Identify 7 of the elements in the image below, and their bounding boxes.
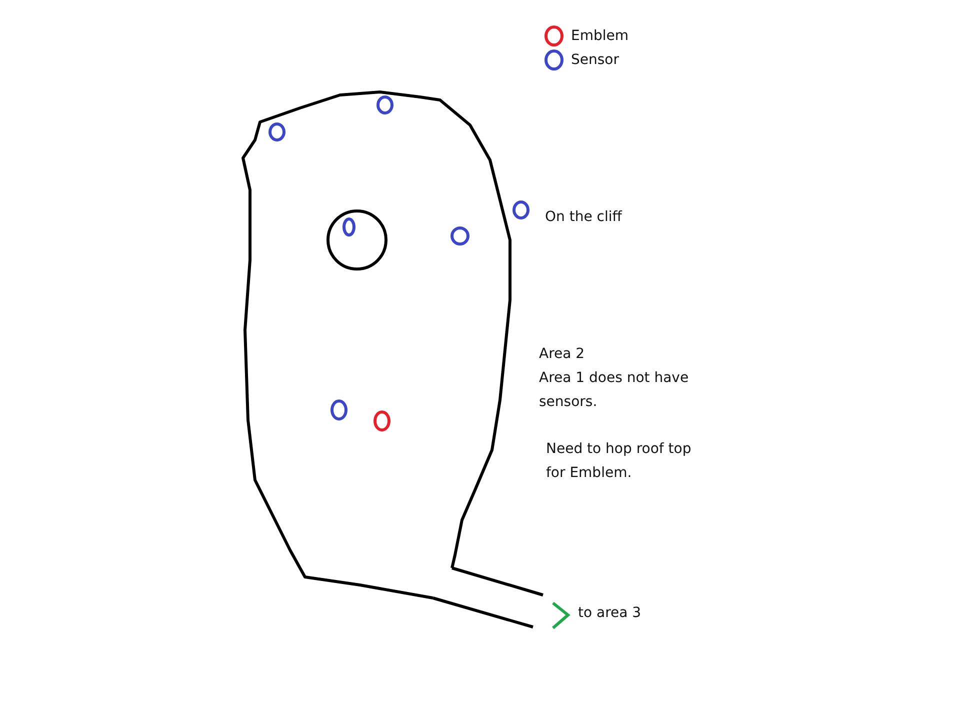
- map-note: Need to hop roof top for Emblem.: [546, 440, 692, 483]
- legend-label: Sensor: [571, 52, 619, 68]
- map-note: to area 3: [578, 604, 642, 623]
- map-note: Area 2: [539, 345, 586, 364]
- map-note: Area 1 does not have sensors.: [539, 369, 690, 412]
- map-note: On the cliff: [545, 208, 624, 227]
- legend-label: Emblem: [571, 28, 629, 44]
